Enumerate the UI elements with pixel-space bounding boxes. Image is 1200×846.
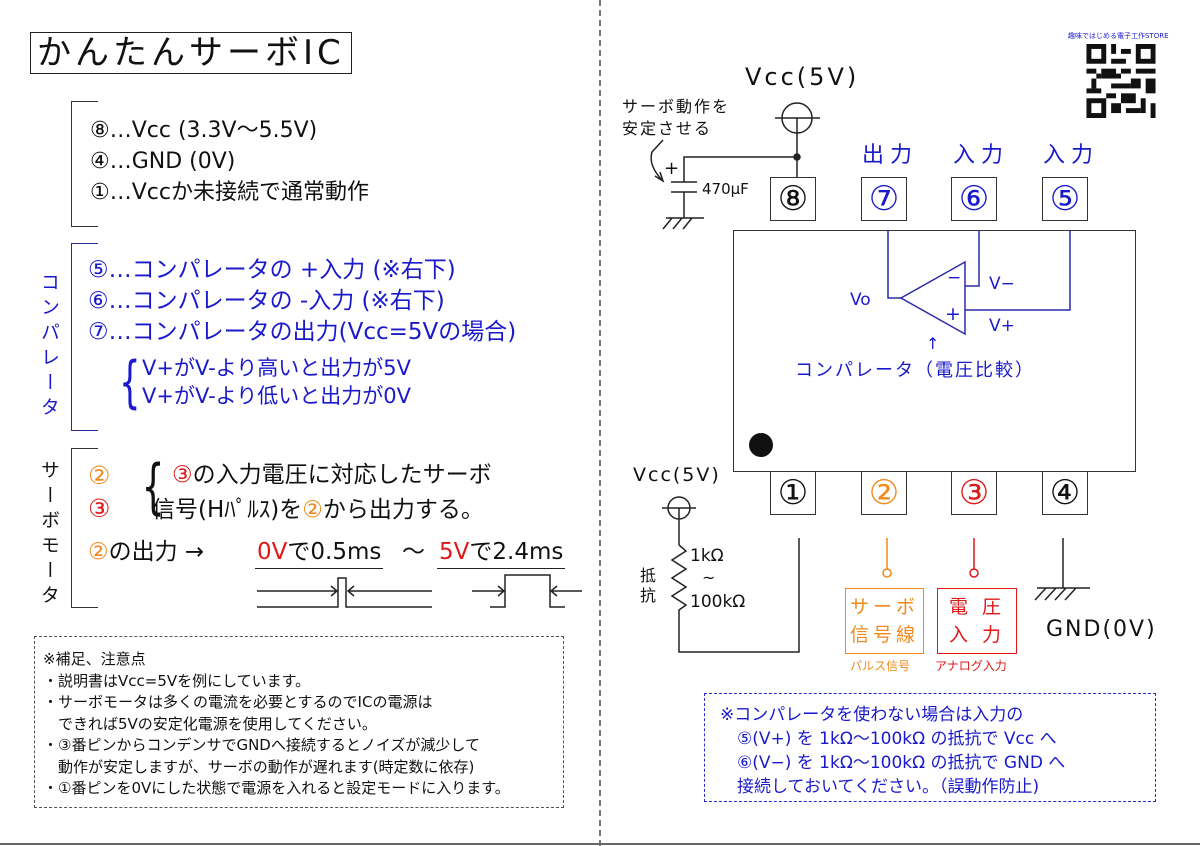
min-pulse-label: 0Vで0.5ms	[255, 537, 384, 569]
voltage-input-box: 電 圧 入 力	[937, 588, 1017, 654]
pin8-desc: ⑧…Vcc (3.3V～5.5V)	[90, 118, 318, 143]
pin-8: ⑧	[770, 177, 816, 221]
note-item: 動作が安定しますが、サーボの動作が遅れます(時定数に依存)	[43, 757, 475, 776]
pin7-desc: ⑦…コンパレータの出力(Vcc=5Vの場合)	[88, 319, 517, 345]
ic-chip-body	[733, 230, 1136, 472]
cap-note-line1: サーボ動作を	[622, 97, 731, 116]
rule-high: V+がV-より高いと出力が5V	[142, 356, 411, 380]
minus-sign: −	[947, 268, 962, 288]
range-tilde: ～	[402, 539, 425, 565]
res-min: 1kΩ	[690, 546, 724, 566]
servo-output-line: ②の出力 →	[88, 537, 204, 568]
pin-6: ⑥	[951, 177, 997, 221]
pin7-label: 出力	[862, 143, 919, 168]
comparator-bracket	[71, 243, 98, 431]
cap-value: 470μF	[702, 180, 749, 198]
notes-heading: ※補足、注意点	[43, 650, 146, 668]
comparator-note-line: ⑤(V+) を 1kΩ～100kΩ の抵抗で Vcc へ	[720, 729, 1057, 749]
max-pulse-label: 5Vで2.4ms	[437, 537, 566, 569]
note-item: できれば5Vの安定化電源を使用してください。	[43, 714, 377, 733]
comparator-note-line: 接続しておいてください。（誤動作防止)	[720, 777, 1040, 797]
vcc-left-label: Vcc(5V)	[633, 464, 721, 486]
pin-3: ③	[951, 471, 997, 515]
volt-box-caption: アナログ入力	[935, 659, 1007, 673]
output-pin-ref: ②	[88, 539, 109, 565]
bottom-border	[0, 843, 1200, 845]
output-text: の出力 →	[108, 539, 205, 565]
servo-box-line2: 信号線	[850, 624, 920, 646]
store-label: 趣味ではじめる電子工作STORE	[1068, 32, 1169, 40]
note-item: ・①番ピンを0Vにした状態で電源を入れると設定モードに入ります。	[43, 779, 510, 797]
servo-side-label: サーボモータ	[38, 460, 60, 610]
servo-box-line1: サーボ	[850, 596, 920, 618]
high-pulse-text: で2.4ms	[469, 539, 564, 565]
resistor-label-2: 抗	[640, 586, 657, 605]
comparator-output-rules: V+がV-より高いと出力が5V V+がV-より低いと出力が0V	[142, 354, 411, 410]
servo-desc-text2: 信号(Hﾊﾟﾙｽ)を	[152, 497, 303, 523]
pin2-ref: ②	[302, 497, 323, 523]
pin-1: ①	[770, 471, 816, 515]
cap-plus: +	[664, 158, 680, 179]
volt-box-line2: 入 力	[948, 624, 1006, 646]
plus-sign: +	[945, 303, 961, 325]
servo-desc-line2: 信号(Hﾊﾟﾙｽ)を②から出力する。	[152, 494, 484, 527]
comparator-brace: {	[119, 350, 141, 415]
note-item: ・説明書はVcc=5Vを例にしています。	[43, 671, 311, 690]
comparator-note-line: ⑥(V−) を 1kΩ～100kΩ の抵抗で GND へ	[720, 753, 1066, 773]
schematic-wiring	[650, 102, 1090, 653]
pin6-desc: ⑥…コンパレータの -入力 (※右下)	[88, 288, 445, 314]
vminus-label: V−	[989, 274, 1015, 294]
qr-code-icon[interactable]	[1086, 44, 1156, 118]
low-pulse-text: で0.5ms	[287, 539, 382, 565]
gnd-label: GND(0V)	[1046, 617, 1157, 642]
high-volt: 5V	[439, 539, 470, 565]
power-section: ⑧…Vcc (3.3V～5.5V) ④…GND (0V) ①…Vccか未接続で通…	[90, 115, 369, 208]
pin-7: ⑦	[861, 177, 907, 221]
res-max: 100kΩ	[690, 592, 746, 612]
vcc-top-label: Vcc(5V)	[745, 63, 860, 91]
res-tilde: ~	[702, 568, 716, 587]
servo-desc-line1: ③の入力電圧に対応したサーボ	[172, 459, 492, 492]
pin-2: ②	[861, 471, 907, 515]
servo-box-caption: パルス信号	[850, 659, 911, 673]
comparator-note-box: ※コンパレータを使わない場合は入力の ⑤(V+) を 1kΩ～100kΩ の抵抗…	[704, 693, 1156, 802]
pin4-desc: ④…GND (0V)	[90, 149, 236, 174]
servo-desc-text3: から出力する。	[322, 497, 484, 523]
comparator-section: ⑤…コンパレータの +入力 (※右下) ⑥…コンパレータの -入力 (※右下) …	[88, 255, 516, 348]
volt-box-line1: 電 圧	[948, 596, 1006, 618]
cap-note-line2: 安定させる	[622, 119, 713, 138]
comparator-side-label: コンパレータ	[38, 272, 60, 422]
note-item: ・③番ピンからコンデンサでGNDへ接続するとノイズが減少して	[43, 736, 480, 754]
center-divider	[599, 0, 601, 846]
comparator-note-line: ※コンパレータを使わない場合は入力の	[720, 705, 1024, 725]
pin1-desc: ①…Vccか未接続で通常動作	[90, 180, 369, 205]
pulse-diagrams	[257, 574, 582, 608]
notes-box: ※補足、注意点 ・説明書はVcc=5Vを例にしています。 ・サーボモータは多くの…	[34, 636, 564, 808]
pin5-label: 入力	[1043, 143, 1100, 168]
pin-4: ④	[1042, 471, 1088, 515]
power-bracket	[71, 101, 98, 227]
cap-note: サーボ動作を 安定させる	[622, 96, 730, 140]
servo-desc-text1: の入力電圧に対応したサーボ	[192, 462, 492, 488]
low-volt: 0V	[257, 539, 288, 565]
note-item: ・サーボモータは多くの電流を必要とするのでICの電源は	[43, 693, 433, 711]
servo-brace: {	[141, 452, 165, 522]
resistor-label-1: 抵	[640, 566, 657, 585]
rule-low: V+がV-より低いと出力が0V	[142, 384, 411, 408]
pin-5: ⑤	[1042, 177, 1088, 221]
servo-pin3: ③	[88, 494, 111, 523]
pin3-ref: ③	[172, 462, 193, 488]
servo-bracket	[71, 448, 98, 608]
comparator-arrow: ↑	[926, 334, 940, 353]
comparator-symbol	[749, 230, 1071, 457]
pin6-label: 入力	[953, 143, 1010, 168]
servo-signal-box: サーボ 信号線	[845, 588, 925, 654]
pin5-desc: ⑤…コンパレータの +入力 (※右下)	[88, 257, 456, 283]
servo-pin2: ②	[88, 461, 111, 490]
comparator-caption: コンパレータ（電圧比較）	[795, 360, 1035, 381]
vplus-label: V+	[989, 316, 1015, 336]
vo-label: Vo	[850, 290, 871, 310]
page-title: かんたんサーボIC	[30, 32, 352, 74]
resistor-label: 抵 抗	[640, 566, 656, 606]
